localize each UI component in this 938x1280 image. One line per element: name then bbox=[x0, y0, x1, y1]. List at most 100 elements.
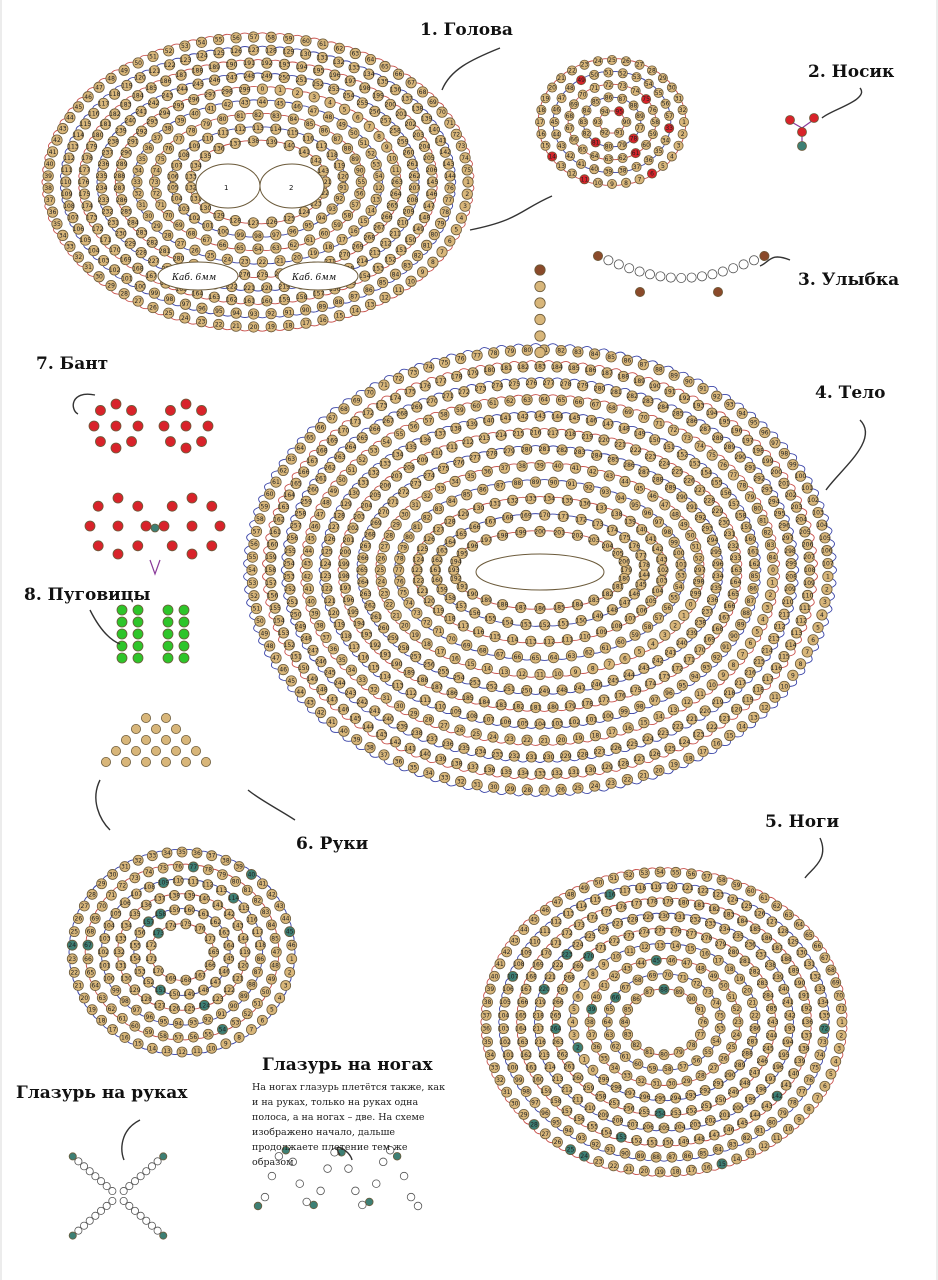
bead-number: 132 bbox=[507, 497, 519, 504]
bead-number: 114 bbox=[507, 637, 519, 644]
bead-number: 140 bbox=[419, 751, 431, 758]
bead-number: 141 bbox=[645, 536, 657, 543]
bead-number: 257 bbox=[380, 118, 392, 125]
bead-number: 87 bbox=[640, 362, 648, 369]
bead-number: 51 bbox=[253, 606, 261, 613]
bead-number: 40 bbox=[340, 728, 348, 735]
bead-number: 110 bbox=[579, 634, 591, 641]
bead-number: 46 bbox=[293, 103, 301, 110]
bead-number: 215 bbox=[513, 430, 525, 437]
bead-number: 50 bbox=[590, 72, 598, 79]
bead-number: 225 bbox=[584, 933, 596, 940]
bead-number: 8 bbox=[807, 1106, 811, 1113]
bead bbox=[708, 270, 717, 279]
bead-number: 9 bbox=[602, 961, 606, 968]
bead-number: 210 bbox=[397, 220, 409, 227]
bead-number: 135 bbox=[200, 153, 212, 160]
bead-number: 35 bbox=[600, 1055, 608, 1062]
bead-number: 207 bbox=[627, 1122, 639, 1129]
bead-number: 143 bbox=[534, 413, 546, 420]
bead-number: 218 bbox=[565, 431, 577, 438]
bead-number: 130 bbox=[473, 505, 485, 512]
bead-number: 8 bbox=[237, 1034, 241, 1041]
bead-number: 44 bbox=[305, 548, 313, 555]
bead-number: 162 bbox=[210, 919, 222, 926]
bead-number: 142 bbox=[310, 158, 322, 165]
bead-number: 157 bbox=[143, 919, 155, 926]
bead-number: 102 bbox=[109, 267, 121, 274]
bead-number: 272 bbox=[458, 389, 470, 396]
bead-number: 60 bbox=[634, 1061, 642, 1068]
bead-number: 291 bbox=[686, 504, 698, 511]
bead-number: 95 bbox=[631, 502, 639, 509]
bead-number: 167 bbox=[145, 273, 157, 280]
bead-number: 149 bbox=[184, 991, 196, 998]
bead-number: 93 bbox=[189, 1020, 197, 1027]
bead-number: 152 bbox=[539, 622, 551, 629]
bead-number: 63 bbox=[351, 51, 359, 58]
bead-number: 72 bbox=[152, 191, 160, 198]
bead bbox=[666, 273, 675, 282]
bead-number: 131 bbox=[489, 500, 501, 507]
bead-number: 29 bbox=[683, 1078, 691, 1085]
bead-number: 107 bbox=[822, 561, 834, 568]
bead-number: 256 bbox=[623, 1105, 635, 1112]
bead-number: 203 bbox=[791, 504, 803, 511]
bead-number: 11 bbox=[696, 691, 704, 698]
bead-number: 0 bbox=[689, 602, 693, 609]
bead-number: 254 bbox=[654, 1110, 666, 1117]
bead bbox=[635, 267, 644, 276]
bead-number: 205 bbox=[612, 550, 624, 557]
bead-number: 241 bbox=[369, 708, 381, 715]
bead-number: 115 bbox=[368, 664, 380, 671]
bead-number: 28 bbox=[697, 1073, 705, 1080]
bead-number: 42 bbox=[303, 573, 311, 580]
bead-number: 230 bbox=[115, 230, 127, 237]
bead-number: 134 bbox=[392, 452, 404, 459]
bead-number: 67 bbox=[84, 942, 92, 949]
bead-number: 242 bbox=[357, 699, 369, 706]
bead-number: 47 bbox=[683, 960, 691, 967]
bead-number: 16 bbox=[713, 741, 721, 748]
bead-number: 259 bbox=[583, 1085, 595, 1092]
bead-number: 44 bbox=[259, 99, 267, 106]
bead-number: 113 bbox=[392, 682, 404, 689]
bead-number: 50 bbox=[720, 983, 728, 990]
bead-number: 22 bbox=[259, 259, 267, 266]
bead-number: 133 bbox=[534, 771, 546, 778]
bead-number: 178 bbox=[646, 899, 658, 906]
bead-number: 40 bbox=[307, 598, 315, 605]
bead-number: 79 bbox=[203, 121, 211, 128]
bead-number: 26 bbox=[75, 916, 83, 923]
bead bbox=[127, 405, 137, 415]
bead-number: 53 bbox=[232, 1020, 240, 1027]
bead-number: 252 bbox=[284, 586, 296, 593]
bead-number: 43 bbox=[623, 965, 631, 972]
bead-number: 188 bbox=[780, 956, 792, 963]
bead-number: 59 bbox=[649, 131, 657, 138]
bead-number: 62 bbox=[612, 1044, 620, 1051]
bead-number: 31 bbox=[411, 502, 419, 509]
bead-number: 83 bbox=[403, 262, 411, 269]
bead-number: 11 bbox=[392, 167, 400, 174]
glaze-legs-description: На ногах глазурь плетётся также, как и н… bbox=[252, 1080, 448, 1170]
bead-number: 88 bbox=[742, 610, 750, 617]
bead-number: 173 bbox=[659, 673, 671, 680]
bead-number: 38 bbox=[619, 168, 627, 175]
bead-number: 93 bbox=[578, 1135, 586, 1142]
bead-number: 88 bbox=[335, 299, 343, 306]
bead-number: 17 bbox=[338, 237, 346, 244]
bead-number: 254 bbox=[453, 675, 465, 682]
bead-number: 168 bbox=[525, 974, 537, 981]
bead-number: 220 bbox=[598, 437, 610, 444]
bead-number: 108 bbox=[144, 884, 156, 891]
bead-number: 44 bbox=[621, 479, 629, 486]
bead-number: 256 bbox=[287, 535, 299, 542]
bead-number: 107 bbox=[624, 616, 636, 623]
bead-number: 77 bbox=[798, 1089, 806, 1096]
bead-number: 272 bbox=[609, 938, 621, 945]
bead-number: 220 bbox=[261, 285, 273, 292]
bead-number: 238 bbox=[765, 962, 777, 969]
arrow bbox=[826, 420, 865, 490]
bead-number: 11 bbox=[773, 1135, 781, 1142]
